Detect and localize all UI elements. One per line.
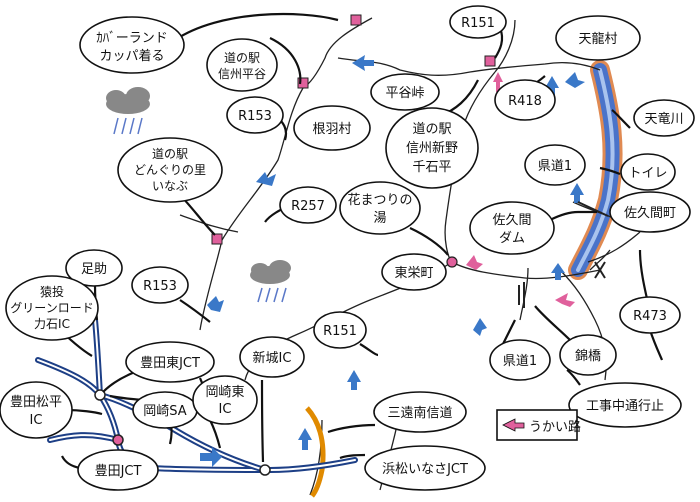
label-kabalando-line1: ｶﾊﾞーランド: [96, 31, 168, 46]
label-sanage-line3: 力石IC: [34, 317, 70, 331]
label-nishikibashi: 錦橋: [559, 334, 617, 376]
label-sakuma-dam-line2: ダム: [499, 231, 525, 246]
label-michi-shinano-line3: 千石平: [412, 160, 451, 175]
label-shinshiro-ic-text: 新城IC: [253, 350, 292, 366]
label-kendo1-upper-text: 県道1: [538, 159, 572, 174]
label-kabalando: ｶﾊﾞーランド カッパ着る: [79, 16, 185, 74]
label-r151-top-text: R151: [461, 16, 495, 31]
label-r153-top-text: R153: [238, 109, 272, 124]
label-kendo1-upper: 県道1: [524, 144, 586, 186]
label-tenryu-village-text: 天龍村: [578, 31, 617, 47]
label-hanamatsuri-no-yu: 花まつりの 湯: [339, 181, 421, 235]
label-michi-heiya-line2: 信州平谷: [218, 67, 266, 81]
label-toyota-jct: 豊田JCT: [77, 449, 159, 491]
label-r418: R418: [494, 79, 556, 121]
label-toyota-matsudaira-ic: 豊田松平 IC: [0, 381, 73, 439]
label-toire: トイレ: [620, 153, 676, 191]
label-toyota-jct-text: 豊田JCT: [95, 464, 142, 479]
rain-cloud-icon-lower: [250, 260, 291, 303]
label-shinshiro-ic: 新城IC: [239, 336, 305, 378]
label-r257: R257: [279, 186, 337, 224]
label-r473: R473: [619, 296, 681, 334]
label-michi-donguri-line2: どんぐりの里: [134, 163, 206, 177]
label-r473-text: R473: [633, 309, 667, 324]
label-michi-no-eki-donguri: 道の駅 どんぐりの里 いなぶ: [117, 137, 223, 203]
label-okazaki-higashi-line2: IC: [219, 402, 232, 417]
label-nishikibashi-text: 錦橋: [575, 348, 601, 364]
label-sanen-nanshin-text: 三遠南信道: [387, 405, 452, 421]
label-hamamatsu-inasa-jct: 浜松いなさJCT: [364, 445, 486, 491]
label-sakuma-dam: 佐久間 ダム: [469, 201, 555, 255]
label-toyota-matsudaira-line1: 豊田松平: [10, 395, 62, 410]
label-toyota-higashi-jct: 豊田東JCT: [125, 341, 215, 383]
label-sanage-green-road: 猿投 グリーンロード 力石IC: [5, 275, 99, 341]
label-sakuma-town: 佐久間町: [609, 191, 691, 233]
rain-cloud-icon: [106, 87, 150, 135]
label-okazaki-higashi-line1: 岡崎東: [205, 384, 244, 400]
label-tenryugawa: 天竜川: [633, 99, 695, 137]
label-tenryu-village: 天龍村: [555, 15, 641, 61]
label-asuke: 足助: [65, 249, 123, 287]
label-r151-top: R151: [449, 5, 507, 39]
label-sanen-nanshin: 三遠南信道: [373, 391, 467, 433]
label-toyota-matsudaira-line2: IC: [30, 413, 43, 428]
label-hirayatoge: 平谷峠: [370, 73, 440, 111]
closure-marks: [518, 201, 609, 308]
label-kendo1-lower: 県道1: [489, 339, 551, 381]
label-kabalando-line2: カッパ着る: [99, 48, 164, 64]
label-sakuma-dam-line1: 佐久間: [492, 213, 531, 228]
label-r153-mid: R153: [131, 266, 189, 304]
interchange-nodes: [94, 256, 458, 476]
label-kendo1-lower-text: 県道1: [503, 354, 537, 369]
roadside-station-markers: [211, 14, 496, 245]
sanen-nanshin-road: [305, 406, 326, 498]
label-michi-shinano-line2: 信州新野: [406, 140, 458, 156]
label-kouji-tsuukoudome: 工事中通行止: [568, 382, 682, 428]
label-michi-donguri-line3: いなぶ: [152, 179, 188, 193]
label-r153-mid-text: R153: [143, 279, 177, 294]
label-okazaki-sa-text: 岡崎SA: [143, 404, 186, 419]
label-r151-lower: R151: [313, 311, 367, 349]
label-toei-town-text: 東栄町: [394, 265, 433, 281]
label-okazaki-higashi-ic: 岡崎東 IC: [192, 375, 258, 425]
label-r153-top: R153: [226, 96, 284, 134]
label-sanage-line2: グリーンロード: [10, 301, 93, 315]
label-hamamatsu-inasa-jct-text: 浜松いなさJCT: [382, 462, 468, 477]
label-michi-no-eki-shinano: 道の駅 信州新野 千石平: [385, 107, 479, 189]
legend-detour-text: うかい路: [529, 419, 581, 435]
label-r257-text: R257: [291, 199, 325, 214]
label-sanage-line1: 猿投: [40, 284, 64, 299]
label-r151-lower-text: R151: [323, 324, 357, 339]
label-michi-heiya-line1: 道の駅: [224, 51, 260, 65]
label-michi-shinano-line1: 道の駅: [412, 122, 451, 137]
label-sakuma-town-text: 佐久間町: [624, 206, 676, 221]
label-toyota-higashi-jct-text: 豊田東JCT: [140, 355, 200, 371]
label-hanamatsuri-line2: 湯: [373, 211, 386, 226]
detour-arrows: [466, 72, 575, 307]
label-hanamatsuri-line1: 花まつりの: [347, 192, 412, 208]
legend-detour-arrow-icon: [502, 418, 525, 432]
direction-arrows: [200, 55, 585, 467]
tenryu-river: [568, 60, 623, 280]
label-toire-text: トイレ: [628, 166, 667, 181]
label-neba: 根羽村: [293, 105, 371, 151]
label-r418-text: R418: [508, 94, 542, 109]
label-kouji-text: 工事中通行止: [586, 399, 664, 414]
label-tenryugawa-text: 天竜川: [644, 112, 683, 127]
label-toei-town: 東栄町: [381, 253, 447, 291]
label-michi-donguri-line1: 道の駅: [152, 147, 188, 161]
label-okazaki-sa: 岡崎SA: [132, 391, 198, 429]
legend-detour: うかい路: [496, 409, 581, 441]
label-hirayatoge-text: 平谷峠: [385, 86, 424, 101]
label-michi-no-eki-heiya: 道の駅 信州平谷: [206, 38, 278, 92]
label-asuke-text: 足助: [81, 262, 107, 277]
label-neba-text: 根羽村: [312, 122, 351, 137]
